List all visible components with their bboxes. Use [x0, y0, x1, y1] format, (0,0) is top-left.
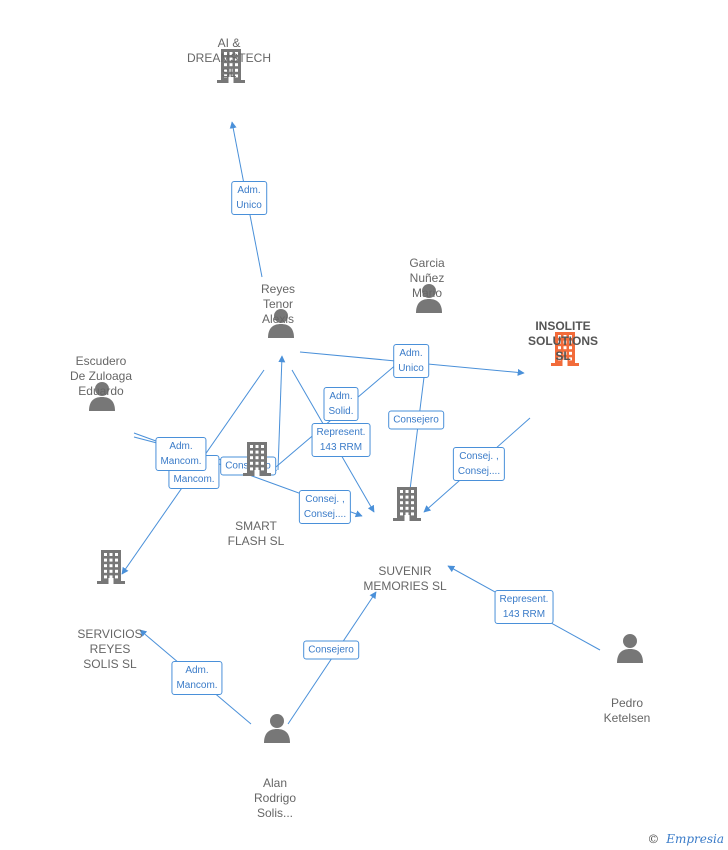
node-label-reyes[interactable]: Reyes Tenor Alexis — [260, 282, 296, 326]
edge-label-reyes-insolite[interactable]: Adm. Unico — [393, 344, 429, 378]
node-label-suvenir[interactable]: SUVENIR MEMORIES SL — [363, 564, 447, 593]
building-icon-ai[interactable] — [216, 49, 246, 88]
building-icon-servicios[interactable] — [96, 550, 126, 589]
edge-label-escudero-smart[interactable]: Adm. Mancom. — [155, 437, 207, 471]
brand-name: Empresia — [666, 832, 724, 846]
edge-label-garcia-smart[interactable]: Adm. Solid. — [323, 387, 359, 421]
edge-label-alan-servicios[interactable]: Adm. Mancom. — [171, 661, 223, 695]
edge-label-reyes-ai[interactable]: Adm. Unico — [231, 181, 267, 215]
person-icon-pedro[interactable] — [616, 633, 644, 668]
node-label-servicios[interactable]: SERVICIOS REYES SOLIS SL — [77, 627, 143, 671]
empresia-brand[interactable]: © Empresia — [647, 832, 724, 846]
person-icon-garcia[interactable] — [415, 283, 443, 318]
node-label-garcia[interactable]: Garcia Nuñez Mario — [409, 256, 445, 300]
edge-label-pedro-suvenir[interactable]: Represent. 143 RRM — [494, 590, 554, 624]
node-label-pedro[interactable]: Pedro Ketelsen — [603, 696, 651, 725]
person-icon-escudero[interactable] — [88, 381, 116, 416]
person-icon-reyes[interactable] — [267, 308, 295, 343]
edge-label-garcia-suvenir[interactable]: Consejero — [388, 410, 444, 430]
building-icon-insolite[interactable] — [550, 332, 580, 371]
copyright-symbol: © — [647, 832, 660, 846]
building-icon-suvenir[interactable] — [392, 487, 422, 526]
node-label-insolite[interactable]: INSOLITE SOLUTIONS SL — [527, 319, 599, 363]
edge-label-insolite-suvenir[interactable]: Consej. , Consej.... — [452, 447, 506, 481]
node-label-ai[interactable]: AI & DREAMSTECH SL — [186, 36, 272, 80]
node-label-escudero[interactable]: Escudero De Zuloaga Eduardo — [69, 354, 133, 398]
edge-smart-reyes — [277, 355, 286, 471]
building-icon-smart[interactable] — [242, 442, 272, 481]
edge-label-alan-suvenir[interactable]: Consejero — [303, 640, 359, 660]
node-label-smart[interactable]: SMART FLASH SL — [227, 519, 285, 548]
edge-label-reyes-suvenir[interactable]: Represent. 143 RRM — [311, 423, 371, 457]
node-label-alan[interactable]: Alan Rodrigo Solis... — [253, 776, 297, 820]
edge-label-escudero-suvenir[interactable]: Consej. , Consej.... — [298, 490, 352, 524]
person-icon-alan[interactable] — [263, 713, 291, 748]
